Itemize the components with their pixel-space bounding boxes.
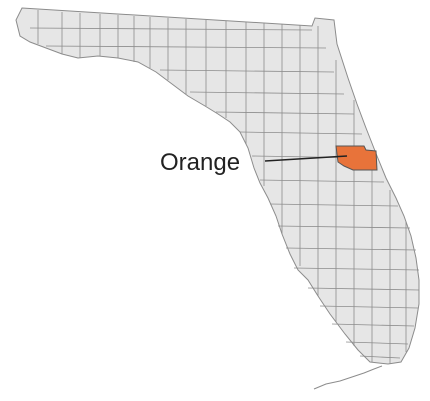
orange-county[interactable]	[335, 145, 378, 171]
florida-outline	[15, 7, 420, 365]
county-label: Orange	[160, 149, 240, 176]
florida-keys	[313, 365, 383, 390]
county-borders	[29, 10, 420, 364]
leader-line	[264, 155, 348, 162]
